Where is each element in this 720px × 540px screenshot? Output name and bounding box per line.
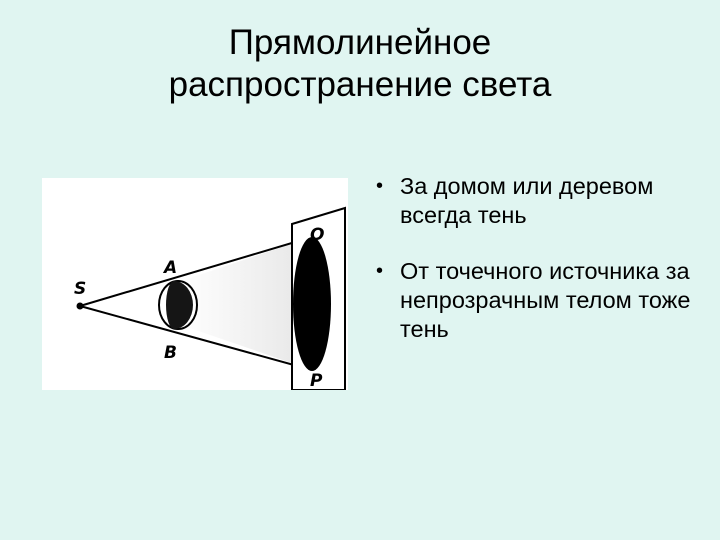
shadow-diagram-svg: S A B O P — [74, 206, 346, 390]
opaque-body-shaded-side — [166, 281, 193, 329]
slide-title-line-2: распространение света — [168, 65, 552, 104]
bullet-text: За домом или деревом всегда тень — [400, 173, 654, 228]
label-b: B — [164, 343, 177, 363]
label-o: O — [310, 225, 324, 245]
ray-bottom — [79, 305, 313, 371]
slide-title-line-1: Прямолинейное — [228, 23, 492, 62]
label-p: P — [310, 371, 323, 390]
bullet-text: От точечного источника за непрозрачным т… — [400, 258, 691, 342]
point-source — [76, 302, 84, 310]
slide-title: Прямолинейное распространение света — [0, 22, 720, 106]
ray-top — [79, 236, 313, 307]
bullet-dot-icon: • — [376, 260, 384, 282]
bullet-dot-icon: • — [376, 175, 384, 197]
shadow-cone — [178, 237, 312, 370]
bullet-item: • От точечного источника за непрозрачным… — [372, 257, 712, 344]
shadow-diagram: S A B O P — [42, 178, 348, 390]
screen-shadow — [293, 237, 331, 371]
bullet-list: • За домом или деревом всегда тень • От … — [372, 172, 712, 344]
label-a: A — [162, 258, 177, 278]
label-s: S — [74, 279, 86, 299]
bullet-item: • За домом или деревом всегда тень — [372, 172, 712, 230]
